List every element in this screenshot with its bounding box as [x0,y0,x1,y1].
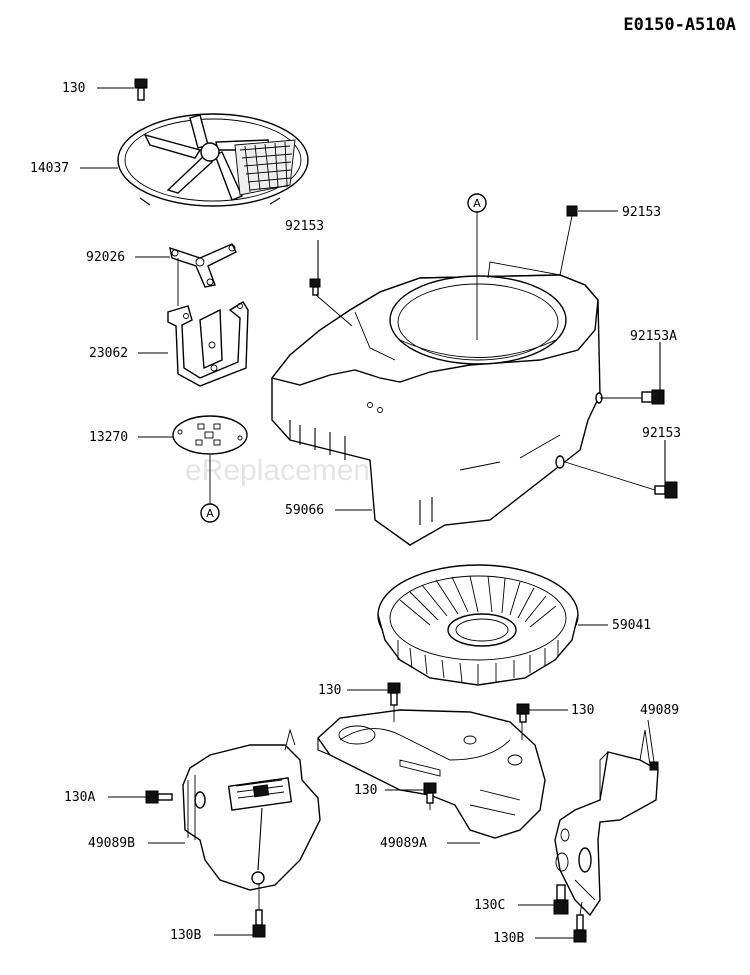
blower-housing-59066[interactable] [270,274,603,546]
screw-92153-right-mid[interactable] [654,481,678,499]
label-130B-left: 130B [170,928,201,943]
svg-text:A: A [473,197,481,210]
label-13270: 13270 [89,430,128,445]
bolt-130C[interactable] [553,884,569,915]
plate-92026[interactable] [169,243,237,288]
diagram-code: E0150-A510A [623,15,736,35]
guard-49089B[interactable] [182,728,321,891]
leader-lines [80,87,666,939]
bolt-130-center[interactable] [423,782,437,804]
label-130-mid-right: 130 [571,703,594,718]
fan-59041[interactable] [377,564,579,686]
screw-92153A[interactable] [641,389,665,405]
baffle-49089A[interactable] [317,709,546,839]
label-130A: 130A [64,790,95,805]
label-92153-right-mid: 92153 [642,426,681,441]
svg-text:A: A [206,507,214,520]
screen-14037[interactable] [117,113,309,207]
label-49089: 49089 [640,703,679,718]
label-130B-right: 130B [493,931,524,946]
guard-49089[interactable] [554,729,659,917]
bolt-130B-right[interactable] [573,914,587,943]
label-130-mid-left: 130 [318,683,341,698]
label-23062: 23062 [89,346,128,361]
label-92153A: 92153A [630,329,677,344]
label-130-center: 130 [354,783,377,798]
screw-92153-left[interactable] [309,278,321,296]
label-49089A: 49089A [380,836,427,851]
bolt-130-mid-left[interactable] [387,682,401,706]
bracket-23062[interactable] [167,301,249,387]
label-130-top: 130 [62,81,85,96]
bolt-130-mid-right[interactable] [516,703,530,723]
reference-marker-a-upper: A [467,193,487,213]
bolt-130B-left[interactable] [252,909,266,938]
label-14037: 14037 [30,161,69,176]
reference-marker-a-lower: A [200,503,220,523]
bolt-130A[interactable] [145,790,173,804]
screw-92153-right-top[interactable] [566,205,578,217]
label-92153-right-top: 92153 [622,205,661,220]
label-92026: 92026 [86,250,125,265]
label-92153-left: 92153 [285,219,324,234]
bolt-130-top[interactable] [134,78,148,101]
label-130C: 130C [474,898,505,913]
label-49089B: 49089B [88,836,135,851]
label-59041: 59041 [612,618,651,633]
label-59066: 59066 [285,503,324,518]
plate-13270[interactable] [172,415,248,455]
